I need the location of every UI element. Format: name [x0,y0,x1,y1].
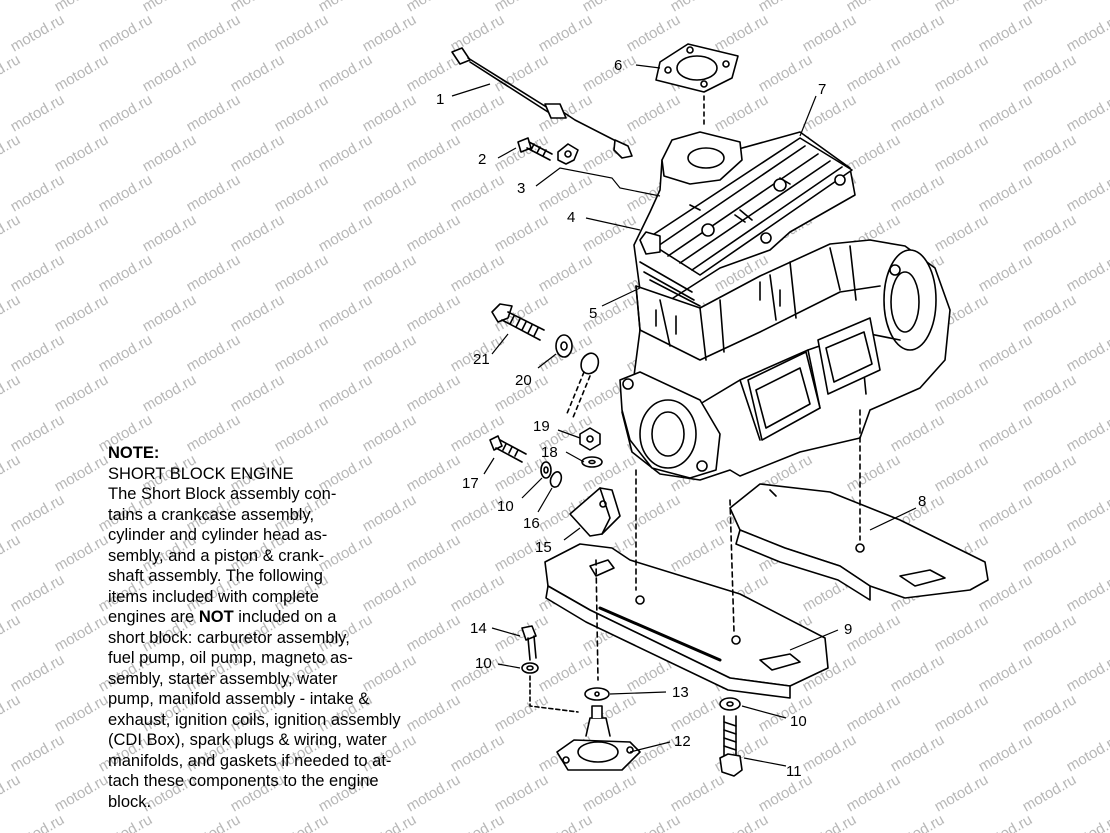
front-mount-plate-part [544,469,829,699]
note-line: The Short Block assembly con- [108,485,337,503]
note-line-end: included on a [233,608,337,626]
sensor-wire-part [451,47,633,159]
note-heading: NOTE: [108,444,160,462]
callout-14: 14 [470,620,487,637]
exhaust-gasket-part [655,43,739,129]
note-line: sembly, and a piston & crank- [108,546,325,565]
bolt-14-part [521,625,579,713]
callout-10-left: 10 [475,655,492,672]
note-line: sembly, starter assembly, water [108,669,338,688]
bolt-17-part [489,435,552,479]
screw-and-clip-part [517,137,579,165]
callout-12: 12 [674,733,691,750]
note-line: block. [108,792,152,811]
callout-5: 5 [589,305,597,322]
note-line-emphasis: engines are NOT included on a [108,607,438,628]
note-line: cylinder and cylinder head as- [108,526,328,544]
callout-2: 2 [478,151,486,168]
rubber-mount-part [556,687,641,771]
bracket-hardware-part [549,427,621,537]
note-line: fuel pump, oil pump, magneto as- [108,649,353,667]
callout-7: 7 [818,81,826,98]
bolt-21-part [491,303,600,421]
note-emphasis: NOT [198,608,234,626]
note-line: pump, manifold assembly - intake & [108,690,370,708]
note-line: items included with complete [108,587,319,606]
callout-17: 17 [462,475,479,492]
callout-6: 6 [614,57,622,74]
callout-20: 20 [515,372,532,389]
bolt-11-part [719,697,743,777]
callout-4: 4 [567,209,575,226]
callout-1: 1 [436,91,444,108]
callout-labels: 1 2 3 4 5 6 7 8 9 10 10 10 11 12 13 14 1… [436,57,926,780]
note-line-start: engines are [108,608,199,626]
callout-19: 19 [533,418,550,435]
rear-mount-plate-part [729,409,989,601]
callout-8: 8 [918,493,926,510]
callout-10-right: 10 [790,713,807,730]
note-line: shaft assembly. The following [108,567,323,585]
cylinder-head-part [633,131,856,307]
note-line: tains a crankcase assembly, [108,505,315,524]
callout-3: 3 [517,180,525,197]
callout-10-upper: 10 [497,498,514,515]
callout-18: 18 [541,444,558,461]
note-line: SHORT BLOCK ENGINE [108,464,294,483]
note-line: manifolds, and gaskets if needed to at- [108,751,392,770]
callout-9: 9 [844,621,852,638]
short-block-note: NOTE: SHORT BLOCK ENGINE The Short Block… [108,443,438,812]
callout-11: 11 [786,763,802,780]
callout-21: 21 [473,351,490,368]
callout-16: 16 [523,515,540,532]
callout-15: 15 [535,539,552,556]
note-line: exhaust, ignition coils, ignition assemb… [108,710,401,729]
note-line: (CDI Box), spark plugs & wiring, water [108,731,387,749]
note-line: short block: carburetor assembly, [108,628,350,647]
callout-13: 13 [672,684,689,701]
note-line: tach these components to the engine [108,772,379,790]
engine-block-part [619,239,951,481]
